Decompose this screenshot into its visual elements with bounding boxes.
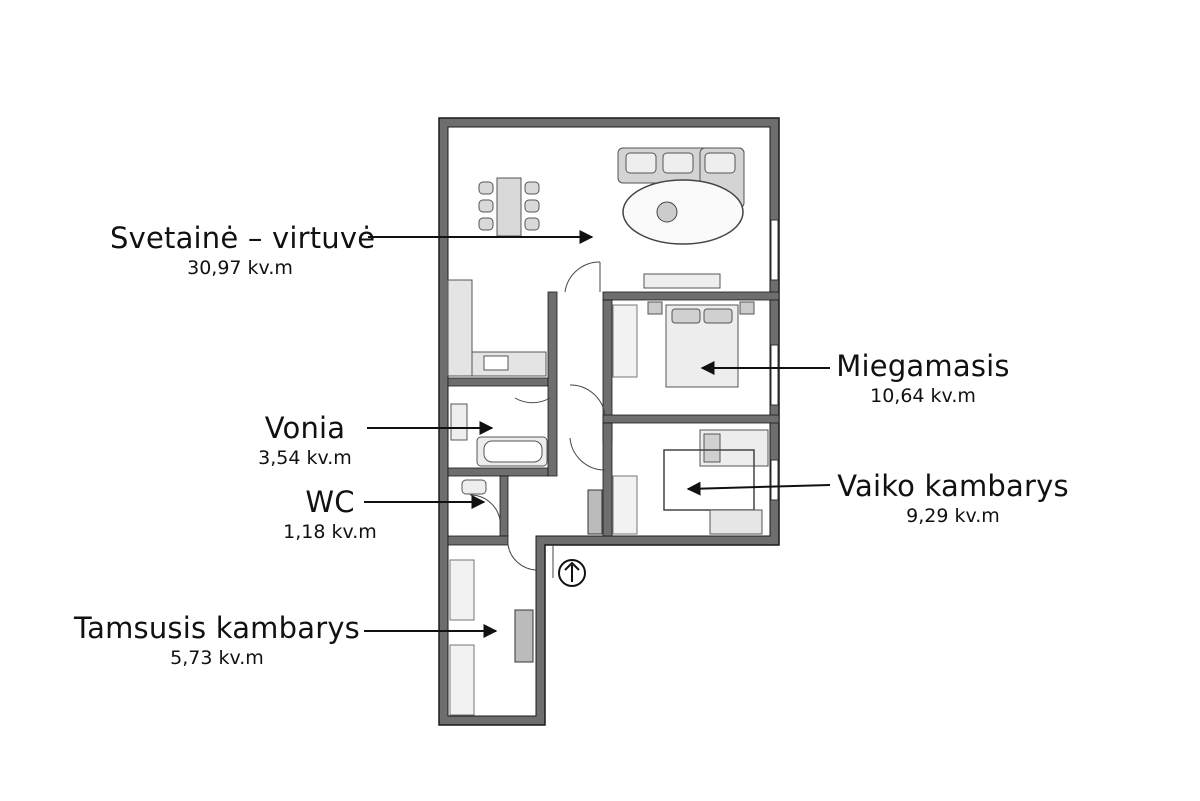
kitchen-counter [447,279,547,377]
dark-room-wardrobe-2 [449,644,475,716]
tv-stand [643,273,721,289]
up-arrow-circle-icon [558,559,586,587]
room-area: 10,64 kv.m [870,385,976,407]
washbasin [450,403,468,441]
room-name: Tamsusis kambarys [74,611,360,645]
room-label-living: Svetainė – virtuvė 30,97 kv.m [110,221,376,279]
dark-room-wardrobe-1 [449,559,475,621]
toilet [461,479,487,495]
dark-room-shelf [514,609,534,663]
room-area: 9,29 kv.m [906,505,1000,527]
room-label-bath: Vonia 3,54 kv.m [250,414,360,468]
windows [770,219,779,501]
room-area: 1,18 kv.m [283,521,377,543]
room-name: WC [305,485,355,519]
room-label-dark: Tamsusis kambarys 5,73 kv.m [72,614,362,668]
hall-shelf [587,489,603,535]
arrow-kids [686,481,831,496]
room-area: 30,97 kv.m [187,257,293,279]
wardrobe-bedroom [612,304,638,378]
room-area: 3,54 kv.m [258,447,352,469]
room-name: Miegamasis [836,349,1010,383]
wardrobe-kids [612,475,638,535]
interior-walls [447,291,780,546]
room-label-bedroom: Miegamasis 10,64 kv.m [828,352,1018,406]
dining-table [478,177,540,237]
rug [622,179,744,245]
kids-rug [663,449,755,511]
leader-arrows [364,230,831,638]
bathtub [476,436,548,467]
room-name: Vaiko kambarys [837,469,1069,503]
room-area: 5,73 kv.m [170,647,264,669]
room-label-kids: Vaiko kambarys 9,29 kv.m [833,472,1073,526]
room-label-wc: WC 1,18 kv.m [275,488,385,542]
single-bed [699,429,769,467]
desk [709,509,763,535]
coffee-table [656,201,678,223]
room-name: Vonia [264,411,346,445]
doors [469,261,606,578]
room-name: Svetainė – virtuvė [110,221,376,255]
